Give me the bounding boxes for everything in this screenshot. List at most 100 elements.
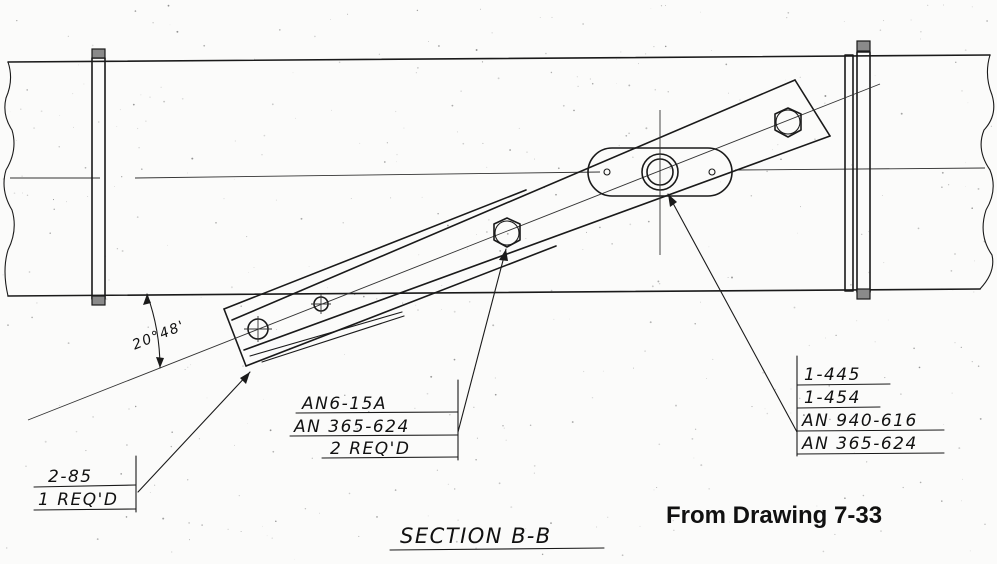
paper-speck — [494, 393, 497, 396]
paper-speck — [618, 144, 620, 147]
paper-speck — [215, 222, 217, 224]
angle-arrow-top — [143, 294, 151, 305]
right-flange — [844, 40, 871, 300]
paper-speck — [162, 517, 165, 520]
paper-speck — [582, 370, 585, 373]
paper-speck — [49, 232, 51, 234]
paper-speck — [545, 52, 547, 55]
paper-speck — [656, 487, 658, 488]
callout-right-line-3: AN 940-616 — [801, 411, 918, 431]
paper-speck — [835, 334, 837, 337]
paper-speck — [539, 17, 541, 19]
beam — [3, 54, 995, 297]
callout-middle: AN6-15A AN 365-624 2 REQ'D — [289, 379, 459, 461]
paper-speck — [238, 494, 240, 497]
paper-speck — [649, 321, 652, 324]
paper-speck — [497, 77, 500, 80]
paper-speck — [276, 329, 277, 330]
paper-speck — [491, 32, 493, 34]
paper-speck — [181, 97, 184, 100]
left-flange-bottom-cap — [91, 295, 106, 306]
leader-lower-left-arrow — [240, 372, 250, 384]
paper-speck — [851, 164, 852, 166]
paper-speck — [551, 16, 553, 18]
paper-speck — [691, 437, 694, 440]
paper-speck — [132, 103, 135, 106]
paper-speck — [396, 161, 397, 163]
paper-speck — [375, 298, 378, 300]
paper-speck — [92, 416, 94, 418]
paper-speck — [951, 392, 953, 394]
hex-nut-middle-washer — [494, 220, 520, 246]
paper-speck — [188, 522, 190, 524]
paper-speck — [494, 377, 496, 379]
diagonal-strut — [27, 79, 881, 421]
paper-speck — [457, 519, 459, 521]
paper-speck — [233, 444, 235, 446]
paper-speck — [700, 11, 701, 13]
paper-speck — [969, 550, 971, 552]
paper-speck — [979, 417, 982, 420]
paper-speck — [26, 194, 29, 197]
paper-speck — [138, 146, 140, 149]
paper-speck — [964, 49, 967, 51]
left-flange-plate — [91, 57, 106, 300]
paper-speck — [269, 429, 272, 432]
paper-speck — [813, 138, 816, 141]
paper-speck — [87, 196, 89, 197]
section-title: SECTION B-B — [400, 524, 552, 548]
paper-speck — [786, 16, 788, 19]
section-title-underline — [389, 547, 605, 551]
paper-speck — [510, 506, 513, 509]
paper-speck — [820, 416, 822, 418]
paper-speck — [149, 492, 151, 493]
paper-speck — [984, 523, 986, 525]
paper-speck — [638, 63, 639, 65]
paper-speck — [960, 346, 962, 349]
callout-right-line-1: 1-445 — [804, 365, 861, 385]
paper-speck — [486, 231, 488, 233]
paper-speck — [227, 528, 229, 530]
paper-speck — [84, 166, 87, 169]
paper-speck — [488, 219, 490, 221]
paper-speck — [611, 243, 613, 245]
paper-speck — [116, 126, 118, 127]
paper-speck — [295, 117, 296, 119]
paper-speck — [942, 4, 945, 6]
paper-speck — [919, 481, 922, 484]
paper-specks — [2, 4, 992, 560]
paper-speck — [941, 186, 943, 188]
paper-speck — [829, 418, 831, 421]
paper-speck — [348, 492, 351, 495]
paper-speck — [881, 195, 883, 196]
paper-speck — [589, 78, 591, 80]
paper-speck — [67, 35, 69, 37]
paper-speck — [633, 367, 635, 369]
paper-speck — [415, 72, 417, 74]
paper-speck — [176, 30, 179, 33]
paper-speck — [415, 304, 417, 306]
paper-speck — [824, 102, 826, 104]
paper-speck — [657, 280, 660, 283]
paper-speck — [481, 61, 484, 63]
paper-speck — [965, 162, 967, 164]
paper-speck — [108, 279, 110, 281]
paper-speck — [73, 126, 74, 128]
paper-speck — [147, 326, 149, 328]
paper-speck — [308, 266, 310, 267]
paper-speck — [625, 134, 628, 137]
paper-speck — [163, 100, 166, 103]
paper-speck — [453, 488, 456, 490]
paper-speck — [136, 216, 139, 218]
paper-speck — [669, 167, 672, 170]
paper-speck — [700, 301, 701, 303]
paper-speck — [21, 175, 23, 177]
paper-speck — [240, 531, 242, 532]
paper-speck — [672, 520, 674, 522]
paper-speck — [777, 144, 779, 146]
angle-arrow-bottom — [156, 357, 164, 368]
paper-speck — [731, 276, 733, 279]
beam-bottom-edge — [7, 288, 981, 297]
paper-speck — [189, 539, 190, 541]
callout-right-line-2: 1-454 — [804, 388, 861, 408]
